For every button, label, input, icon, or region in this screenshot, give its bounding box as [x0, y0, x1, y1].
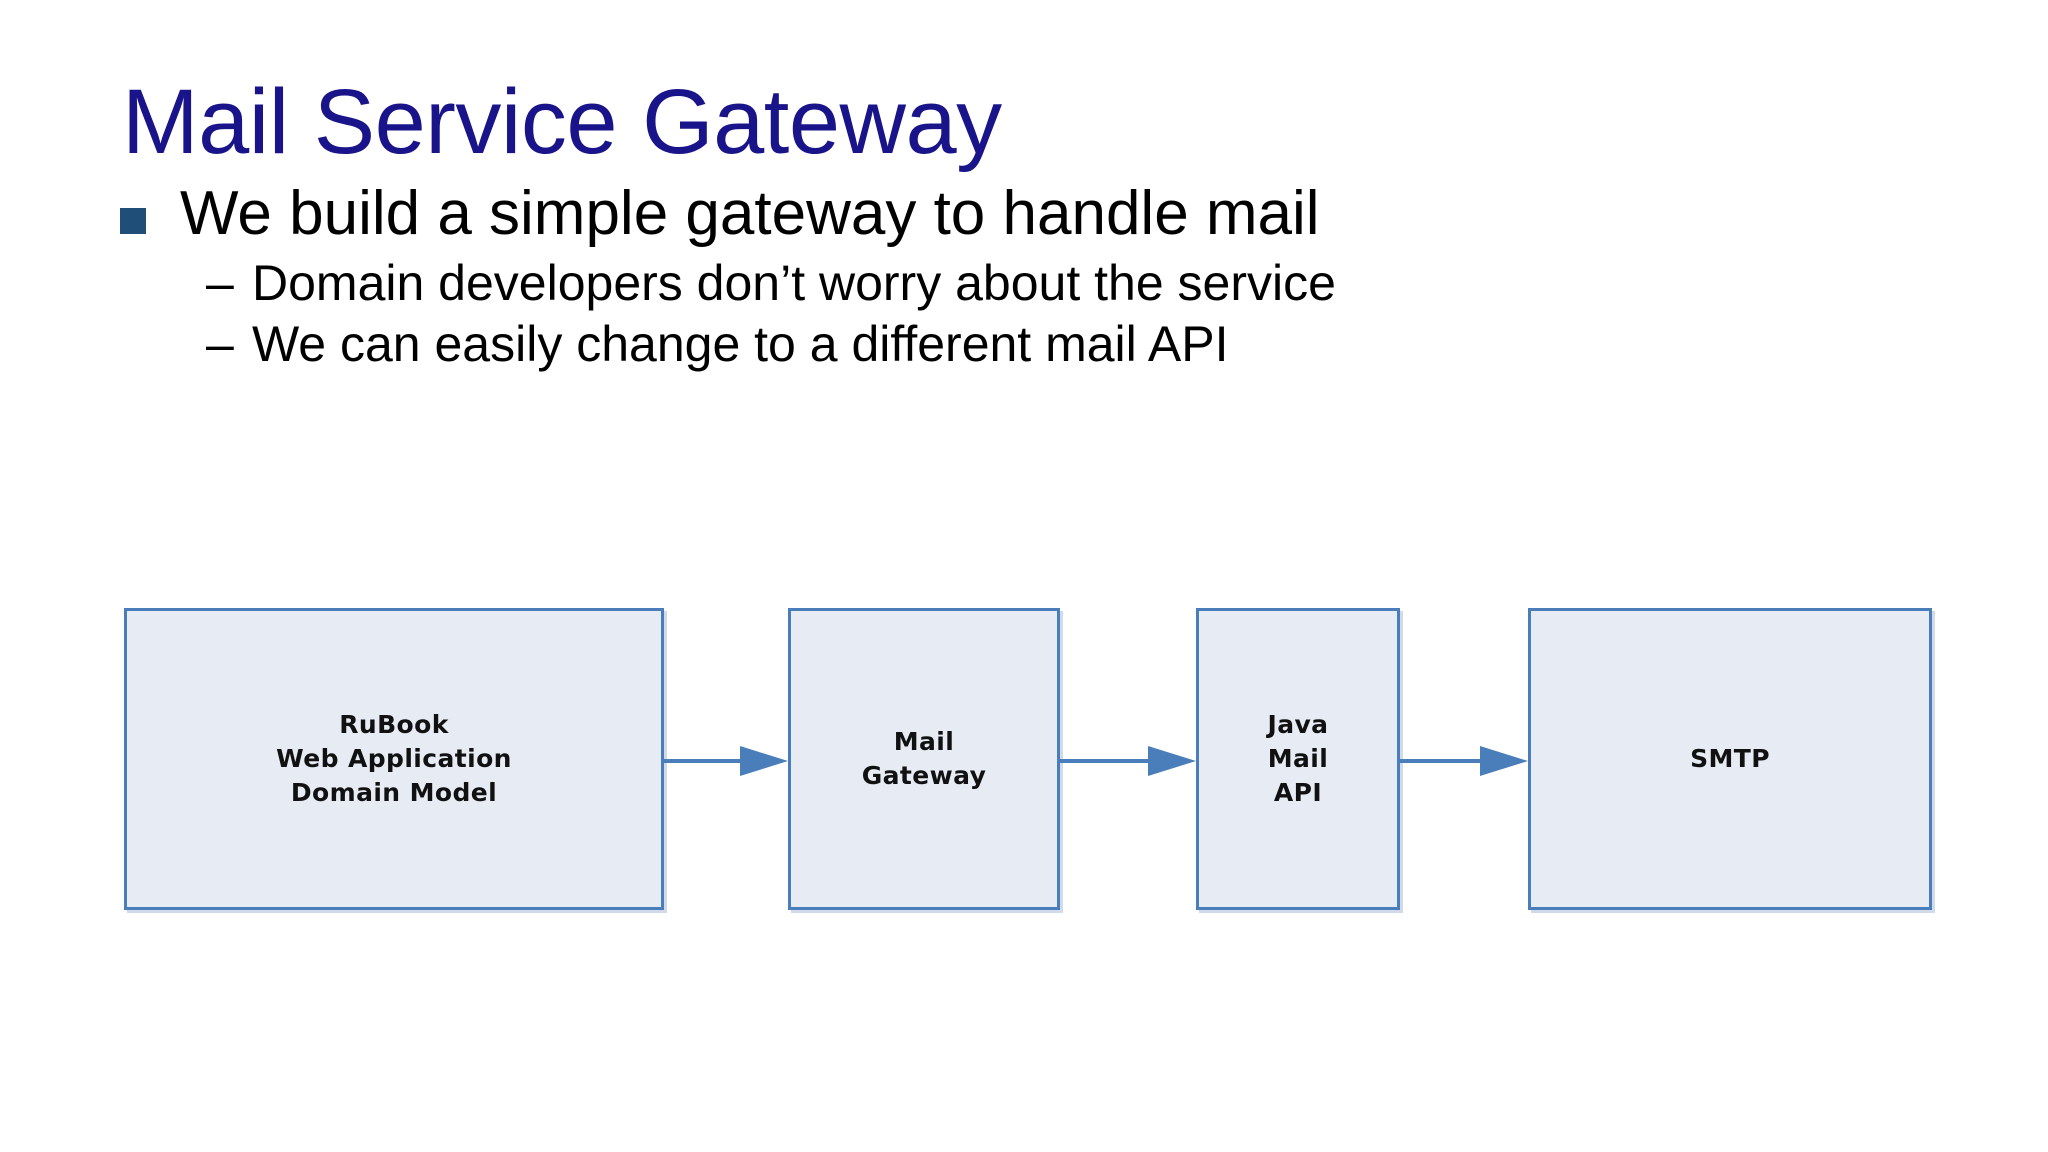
arrow-connector-gateway-to-javamail	[1060, 744, 1196, 778]
bullet-level2-label: Domain developers don’t worry about the …	[252, 255, 1336, 312]
bullet-item-level2: – Domain developers don’t worry about th…	[206, 254, 1940, 313]
dash-bullet-icon: –	[206, 316, 234, 373]
diagram-node-rubook: RuBook Web Application Domain Model	[124, 608, 664, 910]
dash-bullet-icon: –	[206, 255, 234, 312]
sub-bullet-list: – Domain developers don’t worry about th…	[206, 254, 1940, 374]
diagram-node-java-mail-api: Java Mail API	[1196, 608, 1400, 910]
square-bullet-icon	[120, 208, 146, 234]
flow-diagram: RuBook Web Application Domain Model Mail…	[0, 600, 2048, 920]
page-title: Mail Service Gateway	[122, 70, 1002, 173]
bullet-item-level2: – We can easily change to a different ma…	[206, 315, 1940, 374]
bullet-level2-label: We can easily change to a different mail…	[252, 316, 1229, 373]
diagram-node-smtp: SMTP	[1528, 608, 1932, 910]
bullet-item-level1: We build a simple gateway to handle mail	[120, 179, 1940, 248]
bullet-list: We build a simple gateway to handle mail…	[120, 179, 1940, 376]
bullet-level1-label: We build a simple gateway to handle mail	[180, 179, 1320, 248]
diagram-node-label: SMTP	[1690, 744, 1770, 774]
arrow-connector-rubook-to-gateway	[664, 744, 788, 778]
diagram-node-label: Java Mail API	[1267, 710, 1329, 807]
diagram-node-mail-gateway: Mail Gateway	[788, 608, 1060, 910]
arrow-connector-javamail-to-smtp	[1400, 744, 1528, 778]
diagram-node-label: Mail Gateway	[861, 727, 987, 790]
diagram-node-label: RuBook Web Application Domain Model	[276, 710, 512, 807]
